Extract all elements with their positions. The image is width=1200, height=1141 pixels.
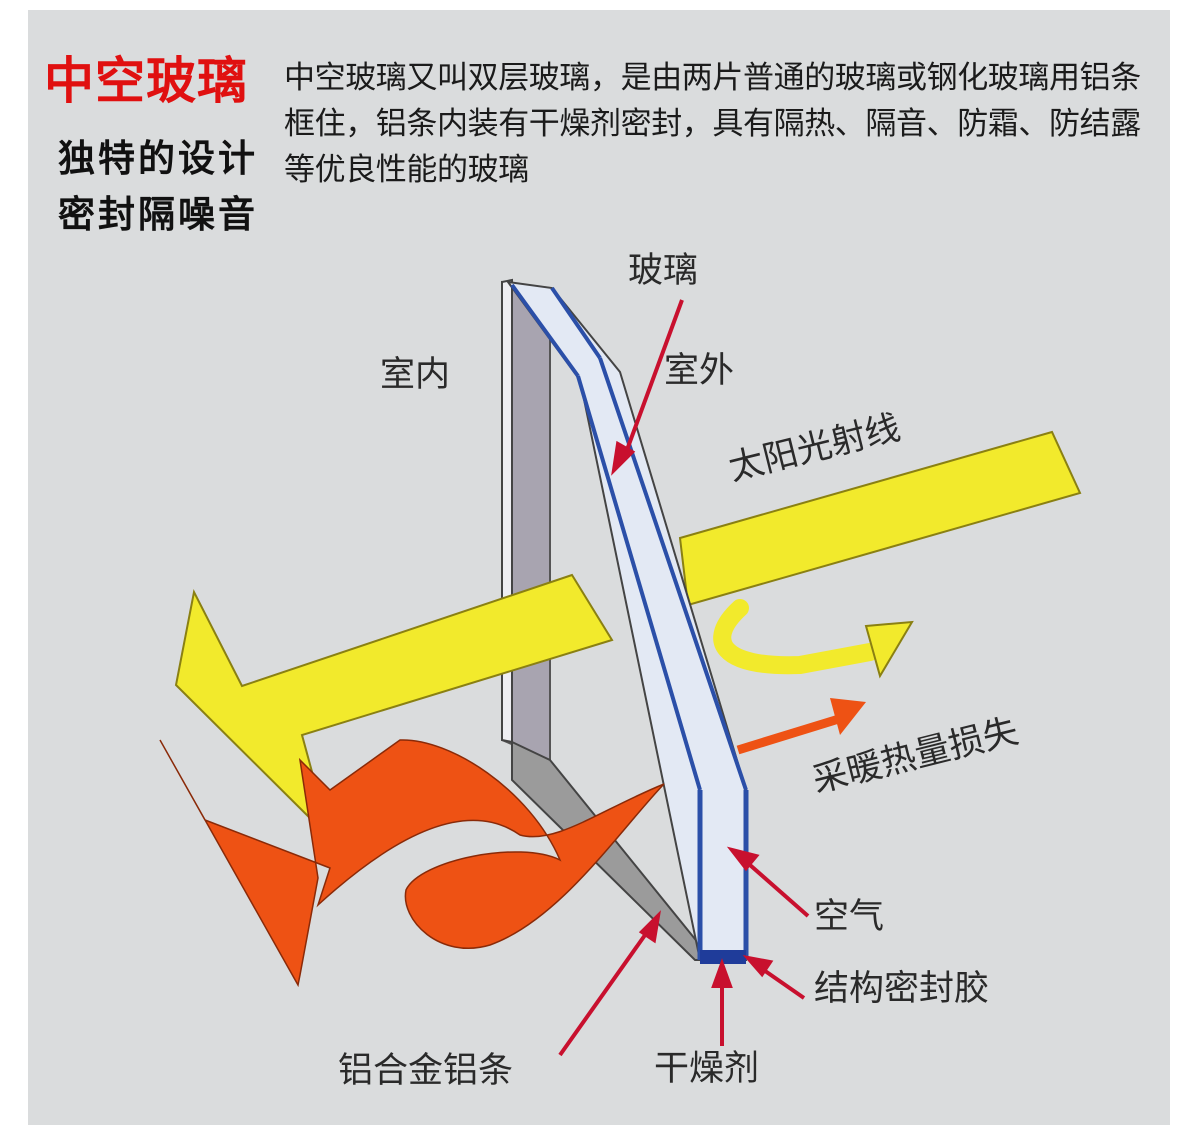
glass-inner-line-2 <box>576 375 702 791</box>
label-desiccant: 干燥剂 <box>654 1049 760 1089</box>
heat-flow-arrow <box>159 739 665 988</box>
label-air: 空气 <box>814 897 885 937</box>
label-outdoor: 室外 <box>664 351 735 391</box>
pointer-aluminum-head <box>638 910 661 944</box>
glass-outer-line-2 <box>598 357 748 791</box>
page-title: 中空玻璃 <box>44 52 248 110</box>
pointer-aluminum <box>558 926 652 1057</box>
pointer-arrows <box>558 299 810 1057</box>
glass-inner-line <box>510 283 580 378</box>
heat-loss-arrowhead <box>830 698 866 735</box>
pointer-glass <box>622 299 684 459</box>
description-text: 中空玻璃又叫双层玻璃，是由两片普通的玻璃或钢化玻璃用铝条框住，铝条内装有干燥剂密… <box>284 60 1141 188</box>
glass-outer-line <box>550 286 602 360</box>
sunlight-beam-upper <box>678 430 1082 607</box>
sunlight-reflection-arrowhead <box>864 620 914 679</box>
sunlight-beam-lower <box>174 573 614 842</box>
label-glass: 玻璃 <box>628 251 699 291</box>
pointer-air-head <box>726 846 760 872</box>
pointer-desiccant-head <box>711 958 733 988</box>
sealant-strip <box>700 950 746 964</box>
label-sealant: 结构密封胶 <box>814 969 990 1009</box>
sunlight-reflection-arrow <box>713 599 879 675</box>
pointer-glass-head <box>611 440 636 476</box>
label-aluminum-strip: 铝合金铝条 <box>338 1051 514 1091</box>
subtitle-line-2: 密封隔噪音 <box>58 192 258 236</box>
subtitle-line-1: 独特的设计 <box>58 136 258 180</box>
pointer-sealant-head <box>742 955 774 978</box>
label-indoor: 室内 <box>380 355 451 395</box>
heat-loss-arrow-line <box>736 713 844 755</box>
background-panel <box>28 10 1170 1125</box>
pointer-air <box>740 856 810 918</box>
